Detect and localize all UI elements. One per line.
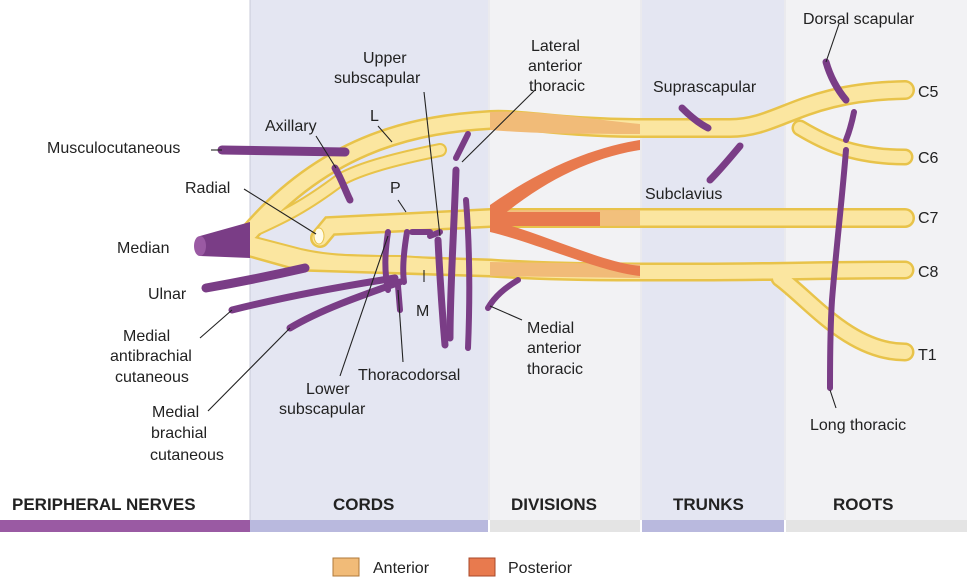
label-medial-brachial-1: Medial [152, 404, 199, 421]
label-dorsal-scapular: Dorsal scapular [803, 11, 915, 28]
section-title-cords: CORDS [333, 495, 394, 514]
cord-letter-posterior: P [390, 180, 401, 197]
section-title-divisions: DIVISIONS [511, 495, 597, 514]
label-upper-subscapular-2: subscapular [334, 70, 421, 87]
label-axillary: Axillary [265, 118, 317, 135]
trunks-panel [642, 0, 784, 520]
label-medial-antibrachial-2: antibrachial [110, 348, 192, 365]
label-median: Median [117, 240, 169, 257]
radial-nerve-cap [314, 228, 324, 244]
section-title-roots: ROOTS [833, 495, 893, 514]
label-long-thoracic: Long thoracic [810, 417, 906, 434]
label-radial: Radial [185, 180, 230, 197]
divisions-bar [490, 520, 640, 532]
label-medial-anterior-3: thoracic [527, 361, 583, 378]
cord-letter-medial: M [416, 303, 429, 320]
legend-label-anterior: Anterior [373, 560, 430, 577]
label-thoracodorsal: Thoracodorsal [358, 367, 460, 384]
label-subclavius: Subclavius [645, 186, 722, 203]
label-lateral-anterior-1: Lateral [531, 38, 580, 55]
median-nerve-cap [194, 236, 206, 256]
label-upper-subscapular-1: Upper [363, 50, 407, 67]
root-label-t1: T1 [918, 347, 937, 364]
posterior-division-2 [490, 212, 600, 226]
median-nerve-end [200, 222, 250, 258]
label-medial-antibrachial-1: Medial [123, 328, 170, 345]
label-lower-subscapular-1: Lower [306, 381, 350, 398]
label-lower-subscapular-2: subscapular [279, 401, 366, 418]
trunks-bar [642, 520, 784, 532]
section-title-peripheral: PERIPHERAL NERVES [12, 495, 196, 514]
label-medial-brachial-3: cutaneous [150, 447, 224, 464]
roots-panel [786, 0, 967, 520]
label-suprascapular: Suprascapular [653, 79, 757, 96]
legend: Anterior Posterior [333, 558, 573, 577]
cord-letter-lateral: L [370, 108, 379, 125]
label-medial-antibrachial-3: cutaneous [115, 369, 189, 386]
section-title-trunks: TRUNKS [673, 495, 744, 514]
label-ulnar: Ulnar [148, 286, 187, 303]
root-label-c5: C5 [918, 84, 939, 101]
label-medial-brachial-2: brachial [151, 425, 207, 442]
label-medial-anterior-2: anterior [527, 340, 582, 357]
section-bars [0, 520, 967, 532]
root-label-c8: C8 [918, 264, 939, 281]
roots-bar [786, 520, 967, 532]
legend-swatch-posterior [469, 558, 495, 576]
legend-swatch-anterior [333, 558, 359, 576]
label-lateral-anterior-2: anterior [528, 58, 583, 75]
label-musculocutaneous: Musculocutaneous [47, 140, 180, 157]
legend-label-posterior: Posterior [508, 560, 573, 577]
peripheral-bar [0, 520, 250, 532]
cords-bar [250, 520, 488, 532]
label-medial-anterior-1: Medial [527, 320, 574, 337]
root-label-c6: C6 [918, 150, 939, 167]
label-lateral-anterior-3: thoracic [529, 78, 585, 95]
root-label-c7: C7 [918, 210, 939, 227]
